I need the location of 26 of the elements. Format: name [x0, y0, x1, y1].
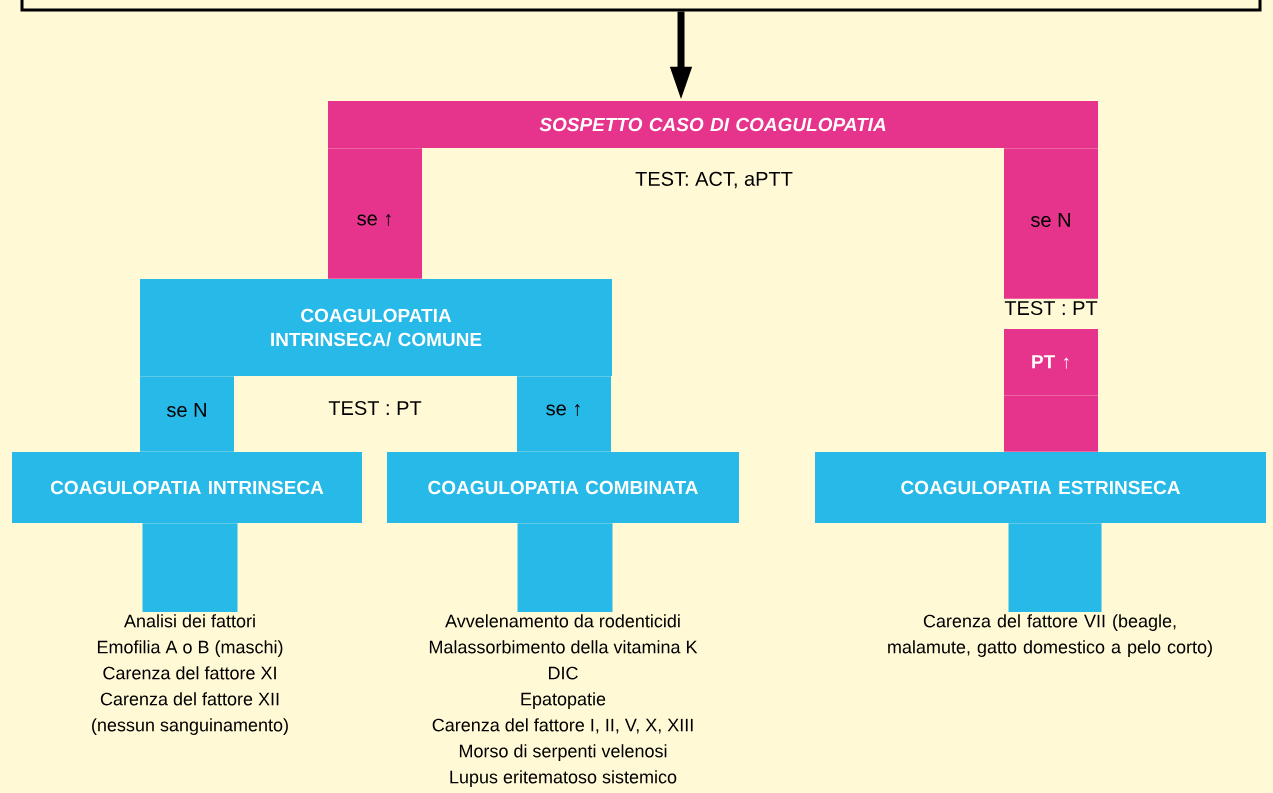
connector-band [328, 148, 422, 279]
cause-list: Carenza del fattore VII (beagle, malamute, gatto domestico a pelo corto) [888, 614, 1212, 657]
band-heading: COAGULOPATIA ESTRINSECA [815, 452, 1266, 523]
top-box [20, 0, 1262, 12]
node-label: PT ↑ [1032, 355, 1069, 369]
test-label: TEST : PT [328, 400, 422, 416]
cause-list: Avvelenamento da rodenticidi Malassorbimento della vitamina K DIC Epatopatie Carenza del fattore I, II, V, X, XIII Morso di serpenti velenosi Lupus eritematoso sistemico [429, 614, 698, 787]
connector-band [140, 376, 234, 452]
connector-band [1008, 523, 1102, 612]
test-label: TEST: ACT, aPTT [635, 171, 793, 189]
edge-label: se ↑ [354, 212, 396, 228]
connector-band [517, 523, 613, 612]
band-heading: COAGULOPATIA INTRINSECA [12, 452, 362, 523]
connector-band [517, 376, 611, 452]
band-heading: COAGULOPATIA INTRINSECA/ COMUNE [140, 279, 612, 376]
cause-list: Analisi dei fattori Emofilia A o B (maschi) Carenza del fattore XI Carenza del fattore XII (nessun sanguinamento) [92, 614, 288, 735]
connector-band [1004, 395, 1098, 452]
result-box: PT ↑ [1004, 329, 1098, 395]
band-heading: SOSPETTO CASO DI COAGULOPATIA [328, 101, 1098, 148]
edge-label: se N [164, 401, 210, 419]
connector-band [142, 523, 238, 612]
connector-band [1004, 148, 1098, 299]
edge-label: se N [1028, 211, 1074, 229]
edge-label: se ↑ [543, 402, 585, 418]
test-label: TEST : PT [1004, 300, 1098, 316]
band-heading: COAGULOPATIA COMBINATA [387, 452, 739, 523]
